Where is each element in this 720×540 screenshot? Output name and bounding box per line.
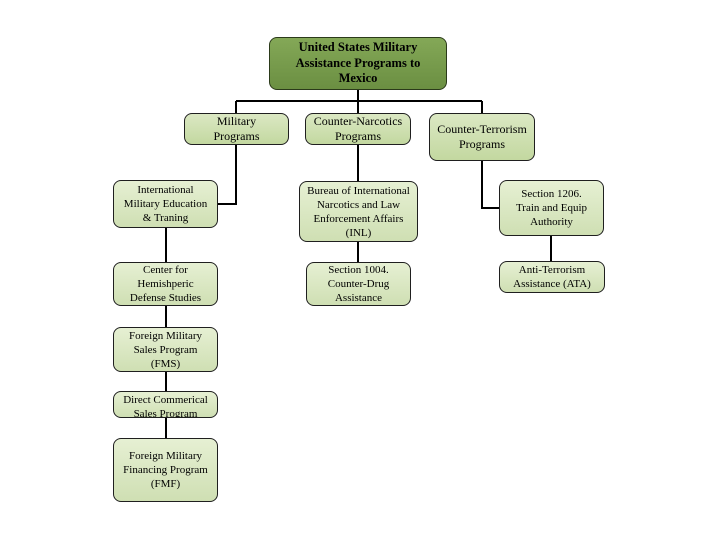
node-chds: Center for Hemishperic Defense Studies <box>113 262 218 306</box>
connector-ct-to-1206 <box>481 161 499 209</box>
node-counter-terrorism-programs: Counter-Terrorism Programs <box>429 113 535 161</box>
node-imet: International Military Education & Trani… <box>113 180 218 228</box>
node-fmf: Foreign Military Financing Program (FMF) <box>113 438 218 502</box>
node-counter-narcotics-programs: Counter-Narcotics Programs <box>305 113 411 145</box>
node-dcs: Direct Commerical Sales Program <box>113 391 218 418</box>
node-inl: Bureau of International Narcotics and La… <box>299 181 418 242</box>
node-military-programs: Military Programs <box>184 113 289 145</box>
node-section-1206: Section 1206. Train and Equip Authority <box>499 180 604 236</box>
connector-military-to-imet <box>218 145 237 205</box>
node-ata: Anti-Terrorism Assistance (ATA) <box>499 261 605 293</box>
node-section-1004: Section 1004. Counter-Drug Assistance <box>306 262 411 306</box>
node-us-military-assistance-programs: United States Military Assistance Progra… <box>269 37 447 90</box>
node-fms: Foreign Military Sales Program (FMS) <box>113 327 218 372</box>
